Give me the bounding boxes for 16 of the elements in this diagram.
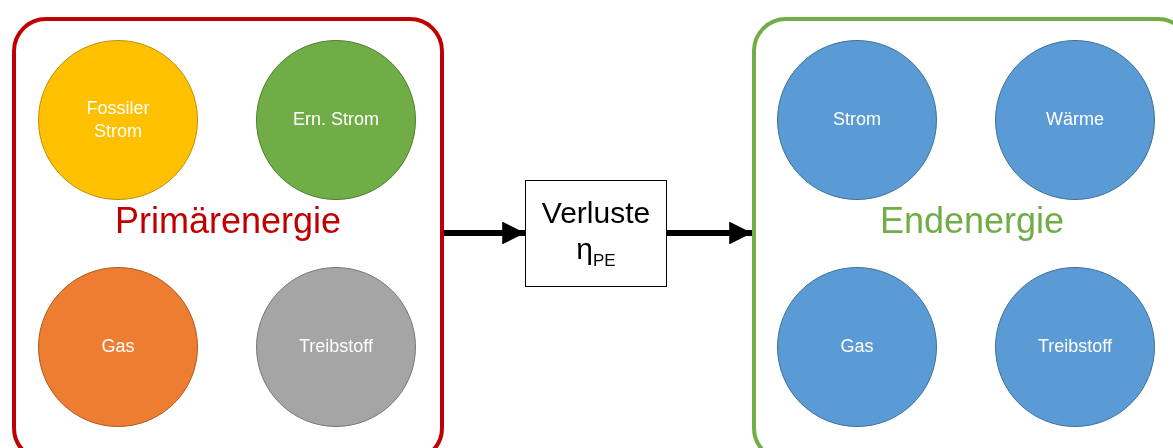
circle-label: Wärme xyxy=(1045,108,1105,132)
circle-label: Treibstoff xyxy=(298,335,374,359)
process-label: Verluste η$_{PE}$ xyxy=(540,195,652,272)
circle-label: Treibstoff xyxy=(1037,335,1113,359)
group-title: Endenergie xyxy=(878,200,1066,242)
arrow xyxy=(444,221,525,245)
group-panel xyxy=(12,17,444,448)
circle-label: Fossiler Strom xyxy=(85,96,151,143)
process-box xyxy=(525,180,667,287)
circle-label: Ern. Strom xyxy=(292,108,380,132)
circle-label: Gas xyxy=(839,335,875,359)
circle-label: Strom xyxy=(832,108,882,132)
arrow xyxy=(667,221,752,245)
group-title: Primärenergie xyxy=(113,200,343,242)
group-panel xyxy=(752,17,1173,448)
circle-label: Gas xyxy=(100,335,136,359)
